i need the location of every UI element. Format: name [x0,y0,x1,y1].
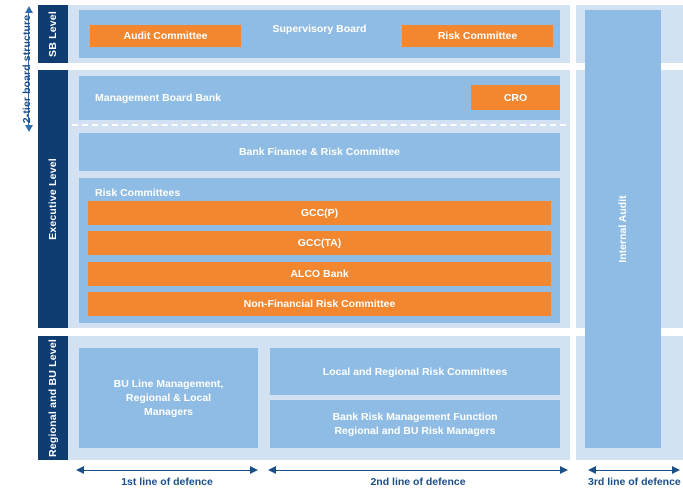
defence-1-arrow-right-icon [250,466,258,474]
tier-structure-arrow-icon [24,6,33,132]
audit-committee-label: Audit Committee [123,30,208,42]
gccp-label: GCC(P) [300,207,339,219]
defence-1-arrow-left-icon [76,466,84,474]
defence-3-arrow-right-icon [672,466,680,474]
sidebar-item-executive-level[interactable]: Executive Level [38,70,68,328]
line-of-defence-3: 3rd line of defence [588,462,681,488]
sidebar-item-sb-level[interactable]: SB Level [38,5,68,63]
defence-2-arrow-left-icon [268,466,276,474]
bu-line-management-label: BU Line Management, Regional & Local Man… [113,378,224,418]
defence-3-arrow-line [595,470,673,471]
executive-level-divider [72,124,566,126]
defence-3-label: 3rd line of defence [588,476,681,488]
non-financial-risk-committee-label: Non-Financial Risk Committee [243,298,396,310]
line-of-defence-2: 2nd line of defence [268,462,568,488]
line-of-defence-1: 1st line of defence [76,462,258,488]
bank-finance-risk-committee-box[interactable]: Bank Finance & Risk Committee [79,133,560,171]
bank-risk-management-function-box[interactable]: Bank Risk Management Function Regional a… [270,400,560,448]
tier-structure-label: 2-tier board structure [21,14,33,124]
risk-committee-item-gccta[interactable]: GCC(TA) [88,231,551,255]
tier-structure-annotation: 2-tier board structure [0,6,38,132]
risk-committee-item-alco-bank[interactable]: ALCO Bank [88,262,551,286]
defence-1-label: 1st line of defence [121,476,213,488]
cro-label: CRO [503,91,528,104]
cro-box[interactable]: CRO [471,85,560,110]
gccta-label: GCC(TA) [297,237,342,249]
defence-2-arrow-line [275,470,561,471]
bank-finance-risk-committee-label: Bank Finance & Risk Committee [238,146,401,158]
defence-2-arrow-right-icon [560,466,568,474]
internal-audit-box[interactable]: Internal Audit [585,10,661,448]
alco-bank-label: ALCO Bank [290,268,349,280]
defence-1-arrow-line [83,470,251,471]
defence-3-arrow-left-icon [588,466,596,474]
executive-level-label: Executive Level [47,158,59,240]
bu-line-management-box[interactable]: BU Line Management, Regional & Local Man… [79,348,258,448]
local-regional-risk-committees-label: Local and Regional Risk Committees [322,365,508,378]
management-board-bank-label: Management Board Bank [95,92,222,104]
regional-bu-level-label: Regional and BU Level [47,339,59,457]
audit-committee-box[interactable]: Audit Committee [90,25,241,47]
supervisory-board-title: Supervisory Board [272,23,367,35]
risk-committee-label: Risk Committee [437,30,518,42]
local-regional-risk-committees-box[interactable]: Local and Regional Risk Committees [270,348,560,395]
defence-2-label: 2nd line of defence [370,476,466,488]
risk-committee-item-non-financial-risk[interactable]: Non-Financial Risk Committee [88,292,551,316]
sb-level-label: SB Level [47,11,59,57]
internal-audit-label: Internal Audit [617,195,629,263]
bank-risk-management-function-label: Bank Risk Management Function Regional a… [332,411,498,437]
sidebar-item-regional-bu-level[interactable]: Regional and BU Level [38,336,68,460]
risk-committee-box[interactable]: Risk Committee [402,25,553,47]
risk-committees-title: Risk Committees [95,187,181,199]
risk-committee-item-gccp[interactable]: GCC(P) [88,201,551,225]
